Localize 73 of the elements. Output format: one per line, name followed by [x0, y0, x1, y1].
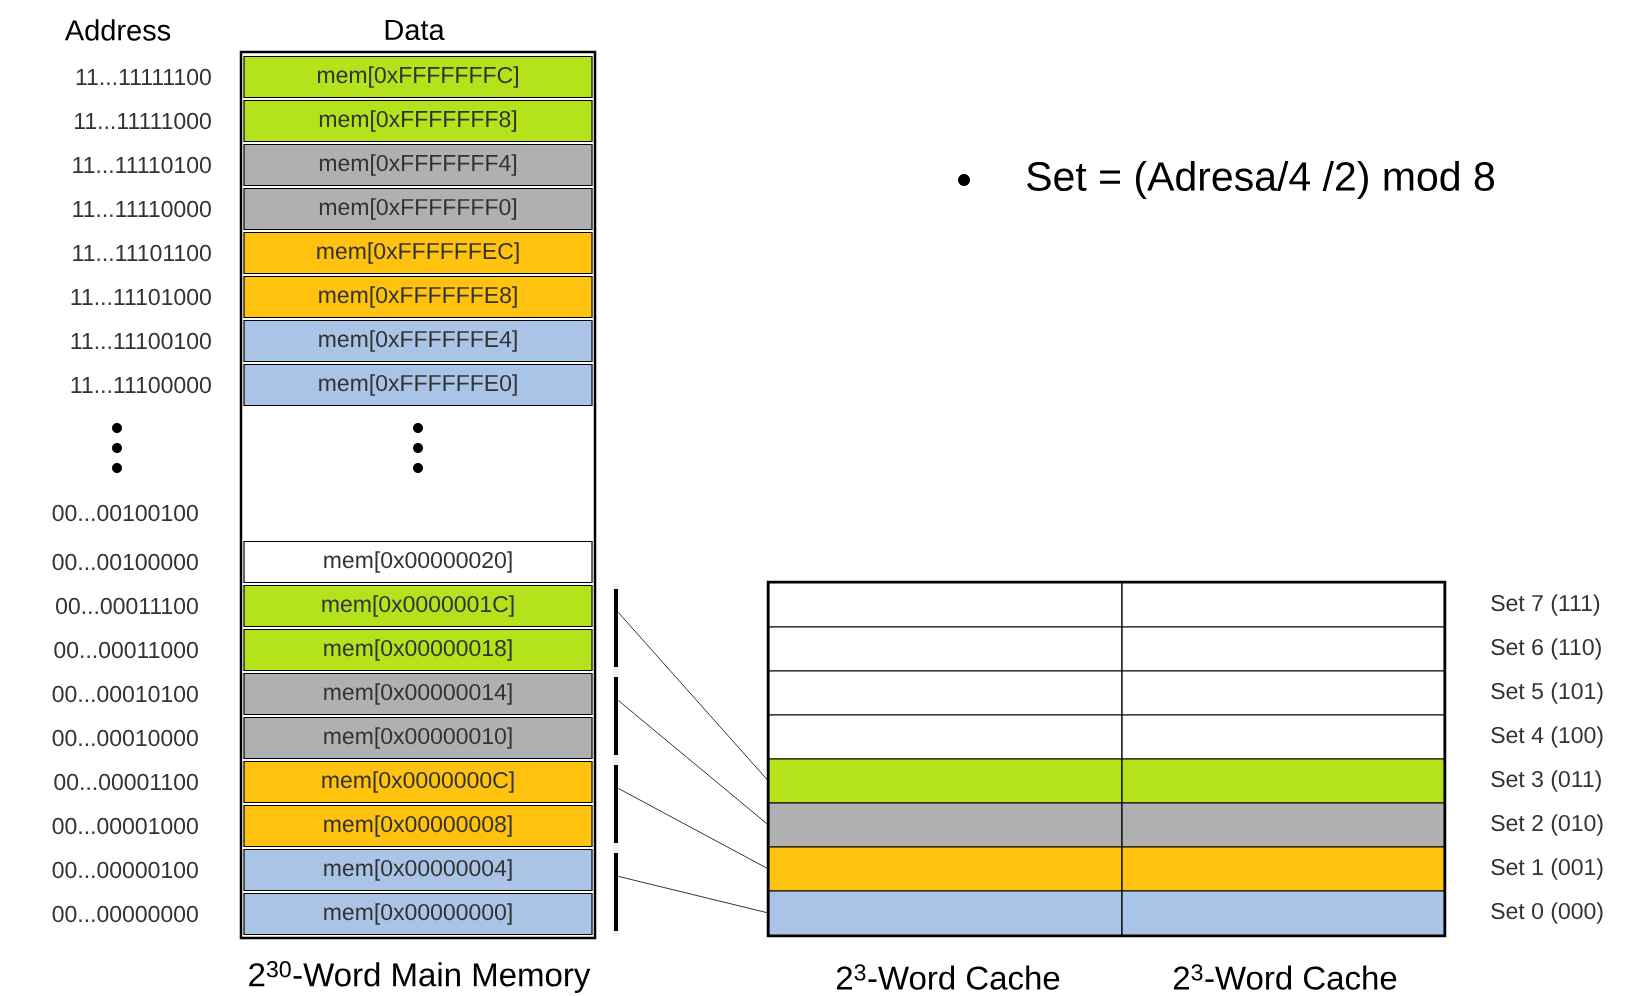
memory-cell: mem[0xFFFFFFE0]: [243, 363, 593, 407]
cache-cell: [1121, 626, 1445, 672]
cache-cell: [1121, 758, 1445, 804]
address-label: 00...00010000: [52, 729, 198, 747]
memory-cell: mem[0xFFFFFFF0]: [243, 187, 593, 231]
memory-cell: mem[0xFFFFFFEC]: [243, 231, 593, 275]
memory-cell: mem[0xFFFFFFFC]: [243, 55, 593, 99]
connector-line: [617, 611, 769, 782]
cache-cell: [1121, 582, 1445, 628]
address-label: 00...00000100: [52, 861, 198, 879]
cache-cell: [768, 890, 1123, 936]
cache-cell: [768, 802, 1123, 848]
cache-cell: [768, 626, 1123, 672]
cache-cell: [768, 758, 1123, 804]
memory-cell: mem[0x0000000C]: [243, 760, 593, 804]
cache-cell: [1121, 890, 1445, 936]
cache-cell: [768, 846, 1123, 892]
cache-cell: [768, 670, 1123, 716]
set-label: Set 0 (000): [1491, 902, 1603, 924]
address-label: 11...11110000: [73, 200, 211, 218]
set-label: Set 1 (001): [1491, 858, 1603, 880]
bracket-bar: [614, 677, 618, 755]
memory-cell: mem[0xFFFFFFF4]: [243, 143, 593, 187]
address-label: 11...11111100: [76, 68, 211, 86]
cache-cell: [1121, 802, 1445, 848]
set-label: Set 7 (111): [1491, 594, 1600, 616]
address-label: 11...11101000: [71, 288, 211, 306]
memory-cell: mem[0x00000004]: [243, 848, 593, 892]
memory-caption: 2$^{30}$-Word Main Memory: [249, 961, 591, 993]
cache-caption: 2$^{3}$-Word Cache: [1173, 964, 1397, 990]
memory-cell: mem[0xFFFFFFE4]: [243, 319, 593, 363]
formula-text: Set = (Adresa/4 /2) mod 8: [1027, 160, 1494, 200]
address-label: 11...11110100: [73, 156, 211, 174]
memory-cell: mem[0x00000000]: [243, 892, 593, 936]
memory-cell: mem[0xFFFFFFF8]: [243, 99, 593, 143]
memory-cell: mem[0xFFFFFFE8]: [243, 275, 593, 319]
address-label: 00...00001100: [54, 773, 198, 791]
cache-caption: 2$^{3}$-Word Cache: [836, 964, 1060, 990]
column-header: Address: [64, 19, 171, 41]
address-label: 00...00100100: [52, 504, 198, 522]
memory-cell: mem[0x0000001C]: [243, 584, 593, 628]
set-label: Set 3 (011): [1491, 770, 1601, 792]
address-label: 00...00100000: [52, 553, 198, 571]
address-label: 00...00011100: [56, 597, 198, 615]
memory-cell: mem[0x00000010]: [243, 716, 593, 760]
cache-cell: [1121, 714, 1445, 760]
address-label: 00...00010100: [52, 685, 198, 703]
cache-cell: [768, 714, 1123, 760]
set-label: Set 6 (110): [1491, 638, 1601, 660]
address-label: 00...00011000: [54, 641, 198, 659]
memory-cell: mem[0x00000008]: [243, 804, 593, 848]
cache-cell: [768, 582, 1123, 628]
set-label: Set 5 (101): [1491, 682, 1603, 704]
address-label: 00...00000000: [52, 905, 198, 923]
cache-cell: [1121, 670, 1445, 716]
cache-cell: [1121, 846, 1445, 892]
set-label: Set 4 (100): [1491, 726, 1603, 748]
bracket-bar: [614, 765, 618, 843]
memory-cell: mem[0x00000020]: [243, 540, 593, 584]
memory-cell: mem[0x00000018]: [243, 628, 593, 672]
connector-line: [617, 699, 769, 826]
bracket-bar: [614, 589, 618, 667]
address-label: 11...11101100: [73, 244, 211, 262]
address-label: 00...00001000: [52, 817, 198, 835]
connector-line: [617, 875, 769, 914]
bracket-bar: [614, 853, 618, 931]
address-label: 11...11111000: [75, 112, 211, 130]
address-label: 11...11100000: [71, 376, 211, 394]
connector-line: [617, 787, 769, 870]
address-label: 11...11100100: [71, 332, 211, 350]
memory-cell: mem[0x00000014]: [243, 672, 593, 716]
column-header: Data: [385, 19, 445, 41]
set-label: Set 2 (010): [1491, 814, 1603, 836]
